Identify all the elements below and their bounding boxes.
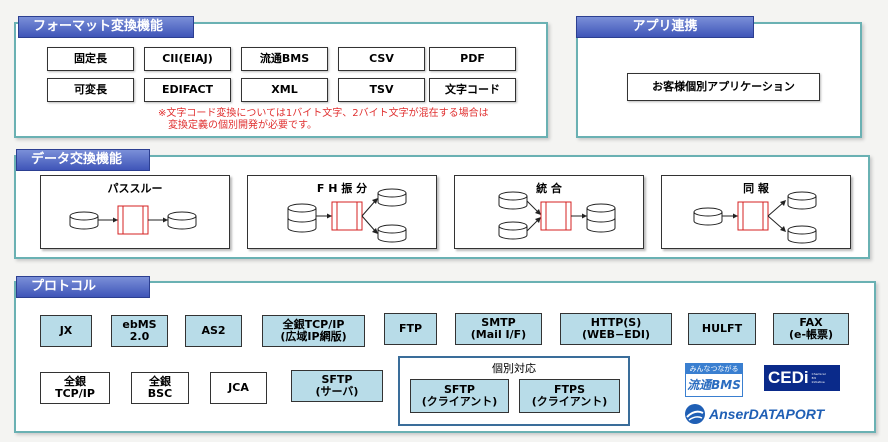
integration-title: 統 合 xyxy=(536,182,562,195)
protocol-ebms: ebMS 2.0 xyxy=(111,315,168,347)
format-box-pdf: PDF xyxy=(429,47,516,71)
broadcast-box: 同 報 xyxy=(661,175,851,249)
passthrough-title: パススルー xyxy=(107,182,163,195)
format-box-edifact: EDIFACT xyxy=(144,78,231,102)
protocol-as2: AS2 xyxy=(185,315,242,347)
protocol-sftp-server: SFTP (サーバ) xyxy=(291,370,383,402)
cedi-logo-sub: Chemical Edi Initiative xyxy=(811,372,826,384)
protocol-smtp: SMTP (Mail I/F) xyxy=(455,313,542,345)
format-box-variable-length: 可変長 xyxy=(47,78,134,102)
broadcast-title: 同 報 xyxy=(743,182,769,195)
source-db-icon-1 xyxy=(498,191,528,210)
target-db-icon-2 xyxy=(377,224,407,243)
fh-distribution-title: F H 振 分 xyxy=(316,182,368,195)
data-exchange-title: データ交換機能 xyxy=(16,149,150,171)
passthrough-diagram xyxy=(69,205,197,235)
anser-dataport-icon xyxy=(685,404,705,424)
customer-app-box: お客様個別アプリケーション xyxy=(627,73,820,101)
format-box-csv: CSV xyxy=(338,47,425,71)
ryutsu-bms-logo-main: 流通BMS xyxy=(687,378,741,392)
app-integration-title: アプリ連携 xyxy=(576,16,754,38)
cedi-logo: CEDi Chemical Edi Initiative xyxy=(764,365,840,391)
char-code-note-line2: 変換定義の個別開発が必要です。 xyxy=(168,120,317,131)
protocol-hulft: HULFT xyxy=(688,313,756,345)
ryutsu-bms-logo-top: みんなつながる xyxy=(686,364,742,374)
protocol-fax: FAX (e-帳票) xyxy=(773,313,849,345)
switch-icon xyxy=(117,205,149,235)
integration-box: 統 合 xyxy=(454,175,644,249)
target-db-icon-1 xyxy=(787,191,817,210)
switch-icon xyxy=(737,201,769,231)
protocol-zengin-bsc: 全銀 BSC xyxy=(131,372,189,404)
broadcast-diagram xyxy=(693,191,817,244)
fh-distribution-diagram xyxy=(287,188,407,243)
source-db-icon xyxy=(693,207,723,226)
protocol-zengin-tcpip-wide: 全銀TCP/IP (広域IP網版) xyxy=(262,315,365,347)
switch-icon xyxy=(331,201,363,231)
source-db-icon-2 xyxy=(498,221,528,240)
target-db-icon-2 xyxy=(787,225,817,244)
target-db-icon-1 xyxy=(377,188,407,207)
protocol-jca: JCA xyxy=(210,372,267,404)
format-box-char-code: 文字コード xyxy=(429,78,516,102)
protocol-ftp: FTP xyxy=(384,313,437,345)
source-db-icon xyxy=(69,211,99,230)
ryutsu-bms-logo: みんなつながる 流通BMS xyxy=(685,363,743,397)
integration-diagram xyxy=(498,191,616,240)
protocol-title: プロトコル xyxy=(16,276,150,298)
char-code-note-line1: ※文字コード変換については1バイト文字、2バイト文字が混在する場合は xyxy=(158,108,489,119)
individual-support-title: 個別対応 xyxy=(492,362,536,375)
protocol-https: HTTP(S) (WEB−EDI) xyxy=(560,313,672,345)
format-conversion-title: フォーマット変換機能 xyxy=(18,16,194,38)
fh-distribution-box: F H 振 分 xyxy=(247,175,437,249)
anser-dataport-logo: AnserDATAPORT xyxy=(684,401,834,427)
protocol-ftps-client: FTPS (クライアント) xyxy=(519,379,620,413)
format-box-cii: CII(EIAJ) xyxy=(144,47,231,71)
format-box-xml: XML xyxy=(241,78,328,102)
format-box-fixed-length: 固定長 xyxy=(47,47,134,71)
anser-dataport-text: AnserDATAPORT xyxy=(709,406,825,422)
switch-icon xyxy=(540,201,572,231)
target-db-icon xyxy=(167,211,197,230)
format-box-tsv: TSV xyxy=(338,78,425,102)
format-box-ryutsu-bms: 流通BMS xyxy=(241,47,328,71)
source-db-icon xyxy=(287,203,317,233)
cedi-logo-main: CEDi xyxy=(768,368,809,387)
protocol-zengin-tcpip: 全銀 TCP/IP xyxy=(40,372,110,404)
target-db-icon xyxy=(586,203,616,233)
protocol-jx: JX xyxy=(40,315,92,347)
protocol-sftp-client: SFTP (クライアント) xyxy=(410,379,509,413)
passthrough-box: パススルー xyxy=(40,175,230,249)
